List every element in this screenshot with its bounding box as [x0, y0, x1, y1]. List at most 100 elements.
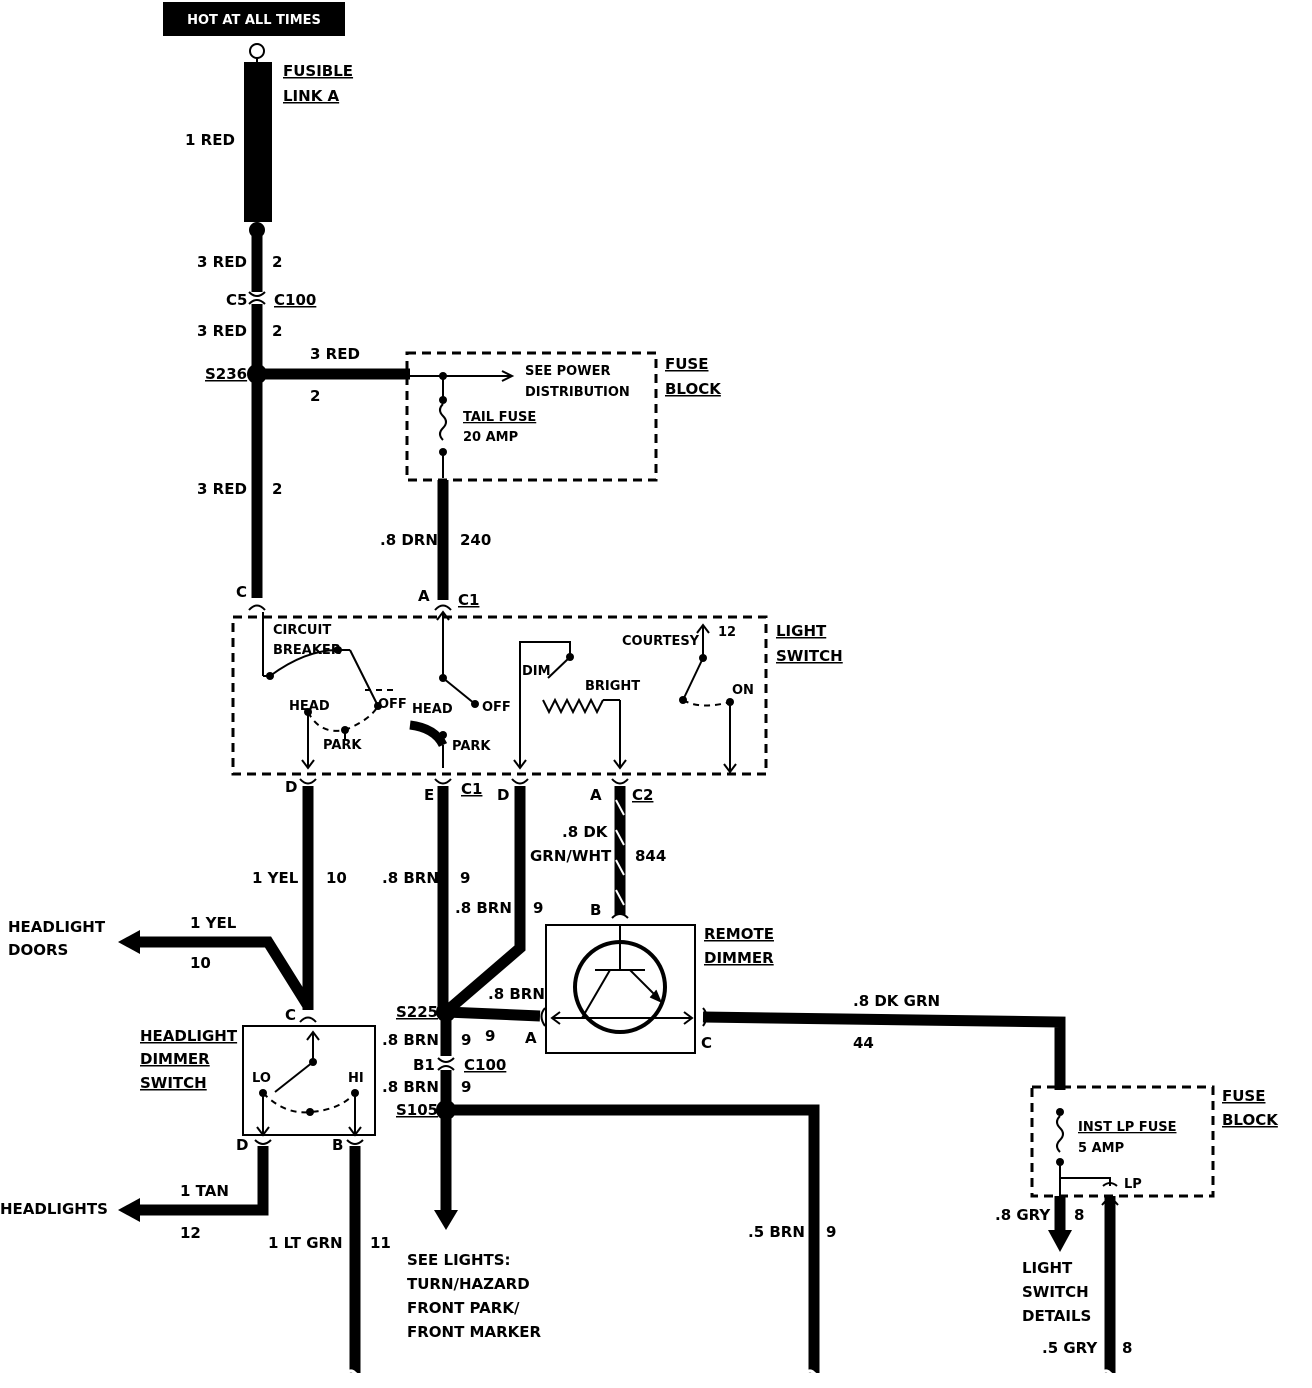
fuse-block-title: FUSE	[1222, 1087, 1265, 1105]
pin-label: D	[236, 1136, 248, 1154]
headlights-label: HEADLIGHTS	[0, 1200, 108, 1218]
headlight-dimmer-title: DIMMER	[140, 1050, 210, 1068]
tail-fuse-icon	[439, 403, 447, 441]
wire-label: .8 DRN	[380, 531, 438, 549]
wire-label: GRN/WHT	[530, 847, 612, 865]
fuse-label: TAIL FUSE	[463, 410, 536, 425]
wire-label: 1 LT GRN	[268, 1234, 343, 1252]
circuit-number: 240	[460, 531, 491, 549]
see-lights-label: FRONT PARK/	[407, 1299, 520, 1317]
fuse-block-title: BLOCK	[1222, 1111, 1279, 1129]
connector-pin-label: C5	[226, 291, 247, 309]
arrow-icon	[118, 930, 140, 954]
arrow-icon	[1048, 1230, 1072, 1252]
pin-label: LP	[1124, 1177, 1142, 1192]
see-lights-label: FRONT MARKER	[407, 1323, 542, 1341]
light-switch-details-label: LIGHT	[1022, 1259, 1073, 1277]
wire-label: 1 YEL	[252, 869, 299, 887]
inst-lp-fuse-icon	[1056, 1115, 1064, 1153]
switch-position-label: OFF	[482, 700, 511, 715]
circuit-number: 11	[370, 1234, 391, 1252]
wire-label: .8 GRY	[995, 1206, 1051, 1224]
head-contact-bar	[409, 720, 448, 748]
pin-label: A	[418, 587, 430, 605]
switch-position-label: HEAD	[289, 699, 330, 714]
circuit-number: 2	[272, 322, 282, 340]
connector-label: C100	[274, 291, 316, 309]
wire-label: 1 TAN	[180, 1182, 229, 1200]
circuit-number: 2	[272, 480, 282, 498]
circuit-number: 9	[461, 1031, 471, 1049]
wire-5brn	[446, 1104, 820, 1373]
splice-label: S225	[396, 1003, 438, 1021]
fusible-link-label-2: LINK A	[283, 87, 340, 105]
wire-label: .8 BRN	[455, 899, 512, 917]
circuit-number: 9	[460, 869, 470, 887]
headlight-dimmer-title: HEADLIGHT	[140, 1027, 238, 1045]
pin-label: B	[590, 901, 601, 919]
pin-label: D	[497, 786, 509, 804]
circuit-number: 9	[485, 1027, 495, 1045]
fuse-block-title: BLOCK	[665, 380, 722, 398]
circuit-number: 10	[190, 954, 211, 972]
wire-8brn-to-dimmer	[445, 1006, 541, 1022]
wire-label: .5 BRN	[748, 1223, 805, 1241]
wire-8dkgrn	[702, 1011, 1066, 1090]
remote-dimmer-title: DIMMER	[704, 949, 774, 967]
arrow-icon	[434, 1210, 458, 1230]
headlight-dimmer-title: SWITCH	[140, 1074, 207, 1092]
rheostat-icon	[542, 697, 604, 715]
splice-label: S236	[205, 365, 247, 383]
circuit-number: 12	[718, 625, 736, 640]
fuse-block-top	[405, 351, 658, 482]
wire-1tan	[135, 1146, 269, 1216]
light-switch-details-label: DETAILS	[1022, 1307, 1091, 1325]
bright-label: BRIGHT	[585, 679, 640, 694]
fusible-link	[244, 62, 272, 222]
pin-c-connector	[248, 604, 266, 611]
switch-position-label: PARK	[323, 738, 362, 753]
fusible-link-label-1: FUSIBLE	[283, 62, 353, 80]
pin-label: C	[701, 1034, 712, 1052]
remote-dimmer-title: REMOTE	[704, 925, 774, 943]
fuse-block-title: FUSE	[665, 355, 708, 373]
wire-label: 1 YEL	[190, 914, 237, 932]
circuit-number: 10	[326, 869, 347, 887]
wire-8brn-d	[444, 786, 526, 1015]
circuit-number: 8	[1074, 1206, 1084, 1224]
circuit-number: 844	[635, 847, 666, 865]
arrow-icon	[501, 370, 515, 382]
dim-label: DIM	[522, 664, 551, 679]
wire-label: .8 DK GRN	[853, 992, 940, 1010]
circuit-number: 12	[180, 1224, 201, 1242]
switch-position-label: OFF	[378, 697, 407, 712]
fuse-label: INST LP FUSE	[1078, 1120, 1177, 1135]
circuit-number: 9	[826, 1223, 836, 1241]
splice-label: S105	[396, 1101, 438, 1119]
fuse-rating: 5 AMP	[1078, 1141, 1124, 1156]
connector-label: C1	[461, 780, 482, 798]
pin-label: C	[285, 1006, 296, 1024]
connector-label: C2	[632, 786, 653, 804]
hot-at-all-times-box	[163, 2, 345, 36]
lo-label: LO	[252, 1071, 271, 1086]
wire-label: .8 BRN	[382, 1078, 439, 1096]
courtesy-label: COURTESY	[622, 634, 700, 649]
headlight-dimmer-box	[242, 1025, 376, 1136]
wire-label: .5 GRY	[1042, 1339, 1098, 1357]
wire-label: 3 RED	[197, 322, 247, 340]
fuse-rating: 20 AMP	[463, 430, 518, 445]
circuit-number: 9	[533, 899, 543, 917]
wire-label: .8 DK	[562, 823, 609, 841]
circuit-number: 8	[1122, 1339, 1132, 1357]
wire-1yel-doors	[135, 936, 313, 1009]
light-switch-title: SWITCH	[776, 647, 843, 665]
connector-pin-label: B1	[413, 1056, 435, 1074]
circuit-number: 9	[461, 1078, 471, 1096]
circuit-number: 44	[853, 1034, 874, 1052]
hot-at-all-times-label: HOT AT ALL TIMES	[187, 13, 321, 28]
see-lights-label: TURN/HAZARD	[407, 1275, 530, 1293]
fuse-note: DISTRIBUTION	[525, 385, 630, 400]
pin-label: E	[424, 786, 434, 804]
